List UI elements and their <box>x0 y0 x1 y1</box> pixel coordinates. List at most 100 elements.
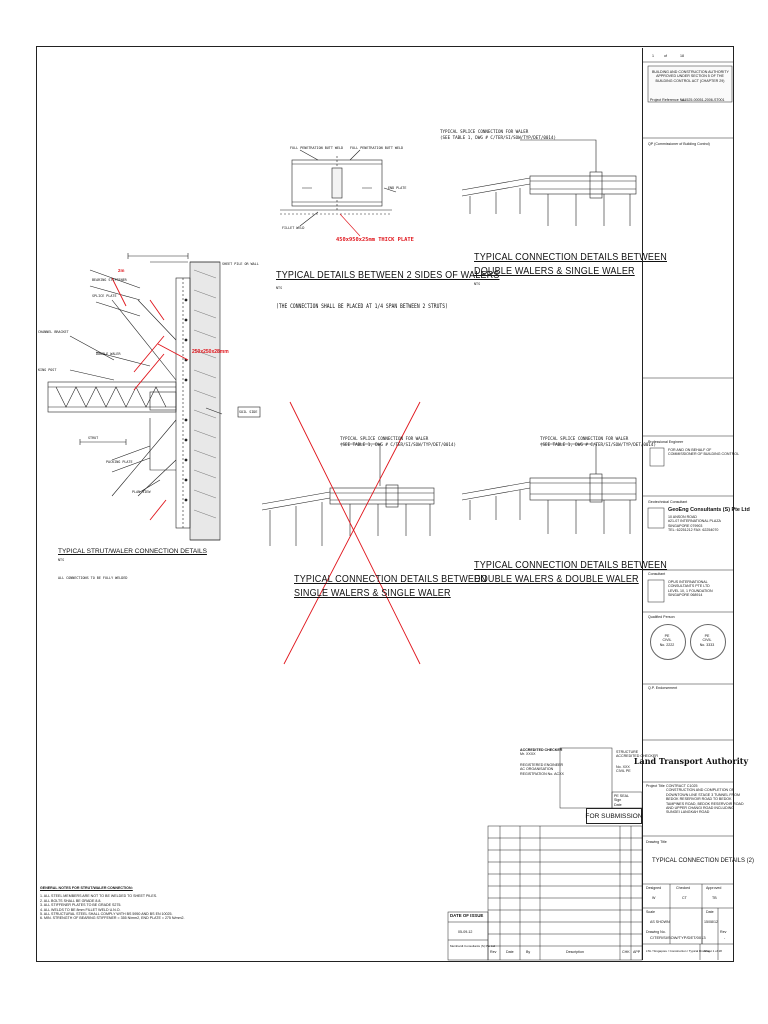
project-line-2: DOWNTOWN LINE STAGE 3 TUNNEL FROM <box>666 792 740 797</box>
dst-title-2: DOUBLE WALERS & SINGLE WALER <box>474 265 635 277</box>
checker-stamp: STRUCTURE ACCREDITED CHECKER No. XXX CIV… <box>616 750 658 774</box>
date-of-issue-value: 05-09-12 <box>458 930 473 934</box>
drawing-sheet-border <box>36 46 734 962</box>
label-king-post: KING POST <box>38 368 57 372</box>
by-col: By <box>526 950 531 954</box>
general-note-4: 4. ALL WELDS TO BE 8mm FILLET WELD U.N.O… <box>40 907 121 912</box>
label-packing-plate: PACKING PLATE <box>106 460 133 464</box>
project-title-block: CONTRACT C1025 CONSTRUCTION AND COMPLETI… <box>666 784 744 815</box>
label-channel-bracket: CHANNEL BRACKET <box>38 330 69 334</box>
date-value: 15/08/12 <box>704 920 718 924</box>
general-note-5: 5. ALL STRUCTURAL STEEL SHALL COMPLY WIT… <box>40 912 173 917</box>
date-col: Date <box>506 950 514 954</box>
sheet-footer: LTA / Singapore / Construction / Typical… <box>646 949 711 953</box>
contractor2-line-2: CONSULTANTS PTE LTD <box>668 584 710 589</box>
pe-seal: PE SEAL Sign Date <box>614 794 629 807</box>
single-single-detail <box>261 401 435 665</box>
drawing-title: TYPICAL CONNECTION DETAILS (2) <box>652 858 755 864</box>
general-notes-heading: GENERAL NOTES FOR STRUT/WALER CONNECTION… <box>40 886 133 890</box>
qp-stamp-2-text: PE CIVIL No. 3333 <box>696 634 718 647</box>
scale-value: AS SHOWN <box>650 920 670 924</box>
contractor-label: Geotechnical Consultant <box>648 500 688 504</box>
approved-line-2: COMMISSIONER OF BUILDING CONTROL <box>668 452 740 457</box>
bca-line-1: BUILDING AND CONSTRUCTION AUTHORITY <box>652 70 729 74</box>
consultant-name: GeoEng Consultants (S) Pte Ltd <box>668 507 750 513</box>
ss-callout-2: (SEE TABLE 1, DWG # C/TER/SI/SOW/TYP/DET… <box>340 442 456 447</box>
label-sheet-pile: SHEET PILE OR WALL <box>222 262 259 266</box>
checked-value: CT <box>682 896 687 900</box>
drawing-no: C/TER/SI/SOW/TYP/DET/0013 <box>650 935 706 940</box>
soil-side-tag: SOIL SIDE <box>239 410 258 414</box>
drawing-title-label: Drawing Title <box>646 840 667 844</box>
strut-waler-scale: NTS <box>58 558 65 562</box>
contractor2-label: Consultant <box>648 572 666 576</box>
qp-stamp-1-text: PE CIVIL No. 2222 <box>656 634 678 647</box>
consultant-block: GeoEng Consultants (S) Pte Ltd 10 ANSON … <box>668 507 750 533</box>
stamp2-line-3: No. 3333 <box>699 642 715 647</box>
strut-waler-detail <box>47 253 261 541</box>
general-note-2: 2. ALL BOLTS SHALL BE GRADE 8.8. <box>40 898 102 903</box>
checker-stamp-4: CIVIL PE <box>616 769 631 774</box>
label-fillet-weld: FILLET WELD <box>282 226 305 230</box>
strut-waler-note: ALL CONNECTIONS TO BE FULLY WELDED <box>58 576 128 580</box>
checker-stamp-3: No. XXX <box>616 764 630 769</box>
checker-line-1: Mr. XXXX <box>520 752 536 757</box>
ss-title-1: TYPICAL CONNECTION DETAILS BETWEEN <box>294 573 488 585</box>
sheet-of: of <box>664 54 667 58</box>
checker-line-2: REGISTERED ENGINEER <box>520 762 564 767</box>
qp-stamp-label: Qualified Person <box>648 615 675 619</box>
scale-label: Scale <box>646 910 655 914</box>
checker-line-3: AC ORGANISATION <box>520 767 554 772</box>
two-sides-title: TYPICAL DETAILS BETWEEN 2 SIDES OF WALER… <box>276 269 500 281</box>
bca-approval: BUILDING AND CONSTRUCTION AUTHORITY APPR… <box>652 70 729 83</box>
two-sides-detail <box>280 149 397 237</box>
consultant-line-4: TEL: 62251212 FAX: 62254070 <box>668 528 719 533</box>
dst-callout-1: TYPICAL SPLICE CONNECTION FOR WALER <box>440 129 529 134</box>
two-sides-note: (THE CONNECTION SHALL BE PLACED AT 1/4 S… <box>276 303 448 310</box>
contractor2-block: OPUS INTERNATIONAL CONSULTANTS PTE LTD L… <box>668 580 713 598</box>
project-line-3: BEDOK RESERVOIR ROAD TO BEDOK <box>666 797 732 802</box>
pe-seal-2: Sign <box>614 798 622 803</box>
dst-callout-2: (SEE TABLE 1, DWG # C/TER/SI/SOW/TYP/DET… <box>440 135 556 140</box>
pe-seal-3: Date <box>614 802 622 807</box>
label-splice-plate: SPLICE PLATE <box>92 294 117 298</box>
contractor2-line-3: LEVEL 10, 1 FOUNDATION <box>668 588 713 593</box>
desc-col: Description <box>566 950 584 954</box>
label-end-plate: END PLATE <box>388 186 407 190</box>
ss-callout-1: TYPICAL SPLICE CONNECTION FOR WALER <box>340 436 429 441</box>
label-strut: STRUT <box>88 436 99 440</box>
date-of-issue-label: DATE OF ISSUE <box>450 913 484 918</box>
strut-waler-title: TYPICAL STRUT/WALER CONNECTION DETAILS <box>58 548 207 555</box>
chk-col: CHK <box>622 950 630 954</box>
approved-label: Approved <box>706 886 722 890</box>
project-line-1: CONSTRUCTION AND COMPLETION OF <box>666 788 735 793</box>
double-double-detail <box>461 443 637 534</box>
consultant-line-3: SINGAPORE 079903 <box>668 523 703 528</box>
red-thick-plate-label: 450x950x25mm THICK PLATE <box>336 237 414 243</box>
dd-title-2: DOUBLE WALERS & DOUBLE WALER <box>474 573 639 585</box>
bca-line-2: APPROVED UNDER SECTION 5 OF THE <box>656 74 724 79</box>
general-notes: GENERAL NOTES FOR STRUT/WALER CONNECTION… <box>40 886 185 921</box>
rev-col: Rev <box>490 950 497 954</box>
accredited-checker-block: ACCREDITED CHECKER Mr. XXXX REGISTERED E… <box>520 748 564 776</box>
rev-label: Rev <box>720 930 727 934</box>
date-label: Date <box>706 910 714 914</box>
consultant-line-1: 10 ANSON ROAD <box>668 515 697 519</box>
label-butt-weld-2: FULL PENETRATION BUTT WELD <box>350 146 404 150</box>
sheet-footer-2: Sheet 1 of 18 <box>704 949 722 953</box>
bca-line-3: BUILDING CONTROL ACT (CHAPTER 29) <box>655 78 725 83</box>
qp-stamp-2 <box>690 624 726 660</box>
red-dim-label: 2m <box>118 268 125 273</box>
label-plan-view: PLAN VIEW <box>132 490 151 494</box>
pe-seal-1: PE SEAL <box>614 794 629 798</box>
approved-line: FOR AND ON BEHALF OF <box>668 448 712 452</box>
label-bearing-stiffener: BEARING STIFFENER <box>92 278 127 282</box>
stamp2-line-2: CIVIL <box>702 638 712 643</box>
stamp1-line-1: PE <box>664 634 670 638</box>
app-col: APP <box>633 950 641 954</box>
checker-stamp-2: ACCREDITED CHECKER <box>616 754 658 759</box>
dd-callout-2: (SEE TABLE 1, DWG # C/TER/SI/SOW/TYP/DET… <box>540 442 656 447</box>
project-line-4: TAMPINES ROAD, BEDOK RESERVOIR ROAD <box>666 801 744 806</box>
stamp1-line-2: CIVIL <box>662 638 672 643</box>
